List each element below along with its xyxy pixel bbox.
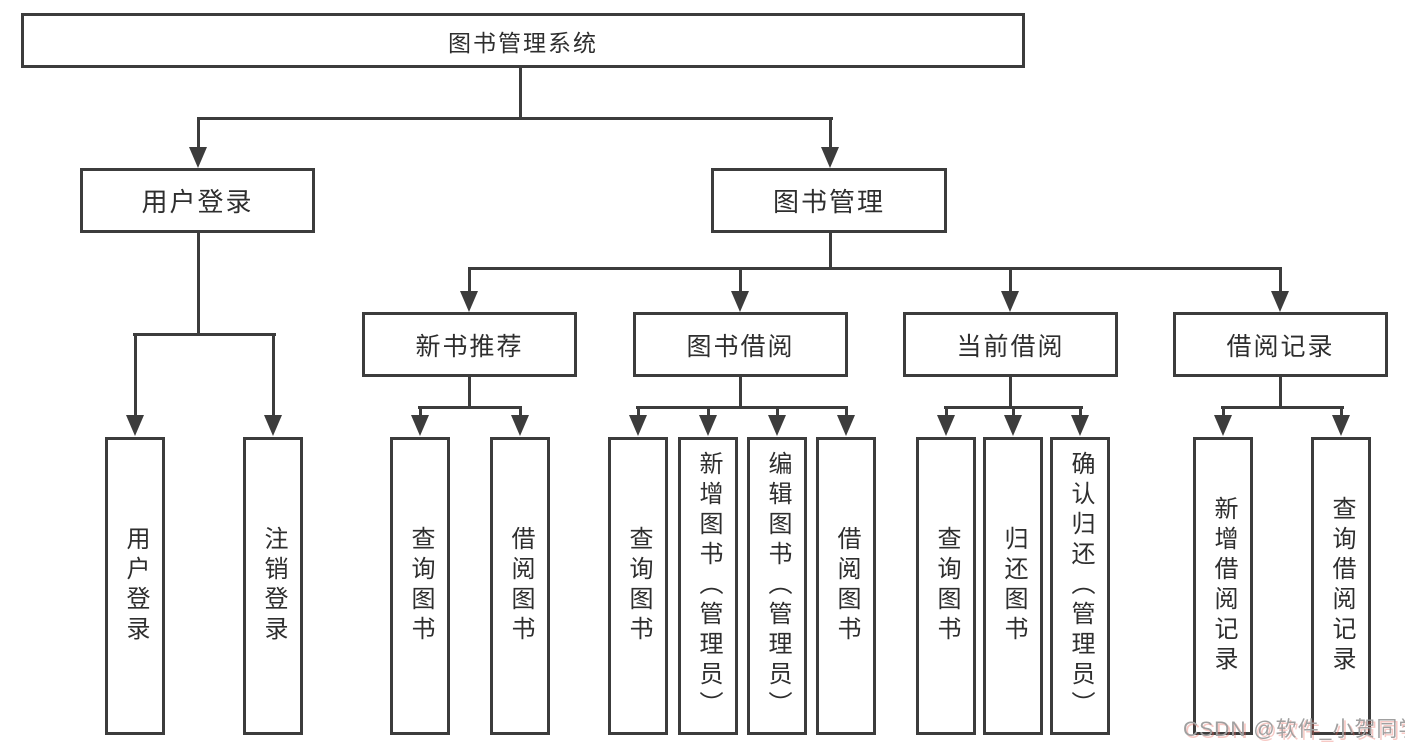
arrowhead-cb-return (1004, 415, 1022, 436)
leaf-rec-query-record: 查询借阅记录 (1311, 437, 1371, 735)
leaf-cb-query-book-label: 查询图书 (933, 526, 960, 646)
node-user-login: 用户登录 (80, 168, 315, 233)
leaf-user-login-label: 用户登录 (122, 526, 149, 646)
connector-level3-rail (468, 267, 1282, 270)
connector-new-book-stem (468, 375, 471, 409)
node-book-borrow-label: 图书借阅 (686, 332, 795, 361)
arrowhead-nb-query (411, 415, 429, 436)
connector-to-rec-add (1222, 406, 1225, 418)
connector-to-book-borrow (739, 267, 742, 292)
leaf-bw-query-book: 查询图书 (608, 437, 668, 735)
arrowhead-book-management (821, 147, 839, 168)
arrowhead-cb-query (937, 415, 955, 436)
connector-to-book-management (829, 117, 832, 149)
leaf-user-login: 用户登录 (105, 437, 165, 735)
connector-new-book-rail (418, 406, 522, 409)
leaf-nb-borrow-book-label: 借阅图书 (507, 526, 534, 646)
connector-records-rail (1221, 406, 1344, 409)
arrowhead-cb-confirm (1071, 415, 1089, 436)
leaf-nb-query-book: 查询图书 (390, 437, 450, 735)
csdn-watermark: CSDN @软件_小贺同学 (1183, 718, 1405, 741)
node-book-management-label: 图书管理 (772, 187, 885, 217)
leaf-bw-borrow-book-label: 借阅图书 (833, 526, 860, 646)
arrowhead-bw-add (699, 415, 717, 436)
connector-to-cb-confirm (1079, 406, 1082, 418)
arrowhead-leaf-logout (264, 415, 282, 436)
arrowhead-nb-borrow (511, 415, 529, 436)
connector-to-nb-borrow (519, 406, 522, 418)
leaf-rec-add-record: 新增借阅记录 (1193, 437, 1253, 735)
leaf-cb-confirm-return-admin: 确认归还（管理员） (1050, 437, 1110, 735)
node-root: 图书管理系统 (21, 13, 1025, 68)
leaf-logout-label: 注销登录 (260, 526, 287, 646)
connector-to-borrow-records (1279, 267, 1282, 292)
leaf-bw-borrow-book: 借阅图书 (816, 437, 876, 735)
arrowhead-rec-add (1214, 415, 1232, 436)
node-borrow-records: 借阅记录 (1173, 312, 1388, 377)
leaf-bw-add-book-admin-label: 新增图书（管理员） (695, 451, 722, 721)
connector-to-rec-query (1340, 406, 1343, 418)
node-user-login-label: 用户登录 (141, 187, 254, 217)
connector-to-cb-query (945, 406, 948, 418)
connector-to-user-login (197, 117, 200, 149)
leaf-bw-edit-book-admin: 编辑图书（管理员） (747, 437, 807, 735)
node-root-label: 图书管理系统 (448, 29, 598, 56)
connector-to-bw-edit (776, 406, 779, 418)
connector-user-login-rail (133, 333, 276, 336)
connector-to-bw-borrow (845, 406, 848, 418)
leaf-cb-query-book: 查询图书 (916, 437, 976, 735)
node-new-book-recommend: 新书推荐 (362, 312, 577, 377)
connector-to-leaf-login (134, 333, 137, 415)
node-borrow-records-label: 借阅记录 (1226, 332, 1335, 361)
node-book-management: 图书管理 (711, 168, 947, 233)
leaf-cb-return-book: 归还图书 (983, 437, 1043, 735)
arrowhead-current-borrow (1001, 291, 1019, 312)
arrowhead-rec-query (1332, 415, 1350, 436)
connector-to-new-book (468, 267, 471, 292)
connector-to-leaf-logout (272, 333, 275, 415)
connector-root-trunk (519, 66, 522, 119)
arrowhead-book-borrow (731, 291, 749, 312)
connector-to-bw-query (637, 406, 640, 418)
connector-book-mgmt-stem (829, 231, 832, 270)
arrowhead-leaf-login (126, 415, 144, 436)
connector-records-stem (1279, 375, 1282, 409)
node-book-borrow: 图书借阅 (633, 312, 848, 377)
leaf-bw-edit-book-admin-label: 编辑图书（管理员） (764, 451, 791, 721)
connector-book-borrow-stem (739, 375, 742, 409)
connector-to-current-borrow (1009, 267, 1012, 292)
arrowhead-borrow-records (1271, 291, 1289, 312)
node-current-borrow-label: 当前借阅 (956, 332, 1065, 361)
leaf-rec-add-record-label: 新增借阅记录 (1210, 496, 1237, 676)
connector-level2-rail (197, 117, 833, 120)
connector-book-borrow-rail (636, 406, 848, 409)
arrowhead-bw-edit (768, 415, 786, 436)
connector-to-cb-return (1012, 406, 1015, 418)
connector-to-bw-add (707, 406, 710, 418)
leaf-cb-return-book-label: 归还图书 (1000, 526, 1027, 646)
arrowhead-new-book (460, 291, 478, 312)
arrowhead-user-login (189, 147, 207, 168)
node-current-borrow: 当前借阅 (903, 312, 1118, 377)
leaf-nb-borrow-book: 借阅图书 (490, 437, 550, 735)
leaf-logout: 注销登录 (243, 437, 303, 735)
connector-current-borrow-stem (1009, 375, 1012, 409)
leaf-rec-query-record-label: 查询借阅记录 (1328, 496, 1355, 676)
leaf-cb-confirm-return-admin-label: 确认归还（管理员） (1067, 451, 1094, 721)
node-new-book-recommend-label: 新书推荐 (415, 332, 524, 361)
leaf-nb-query-book-label: 查询图书 (407, 526, 434, 646)
leaf-bw-query-book-label: 查询图书 (625, 526, 652, 646)
connector-to-nb-query (419, 406, 422, 418)
leaf-bw-add-book-admin: 新增图书（管理员） (678, 437, 738, 735)
arrowhead-bw-query (629, 415, 647, 436)
arrowhead-bw-borrow (837, 415, 855, 436)
connector-user-login-stem (197, 230, 200, 336)
